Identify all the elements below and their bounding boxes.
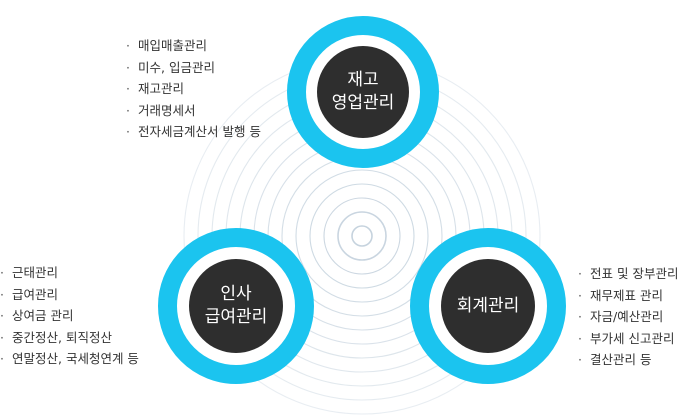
bullet-icon: ·	[578, 330, 582, 346]
list-item: ·결산관리 등	[578, 349, 678, 371]
module-title-line: 영업관리	[331, 93, 395, 113]
ripple-ring	[351, 225, 373, 247]
list-item: ·미수, 입금관리	[126, 57, 261, 79]
bullet-icon: ·	[126, 38, 130, 53]
bullet-icon: ·	[578, 352, 582, 367]
list-item: ·전표 및 장부관리	[578, 263, 678, 285]
bullet-icon: ·	[0, 286, 4, 302]
bullet-icon: ·	[0, 308, 4, 323]
module-ring	[410, 228, 566, 384]
list-item: ·전자세금계산서 발행 등	[126, 121, 261, 143]
feature-list-accounting: ·전표 및 장부관리 ·재무제표 관리 ·자금/예산관리 ·부가세 신고관리 ·…	[578, 263, 678, 371]
list-item: ·재고관리	[126, 78, 261, 100]
bullet-icon: ·	[578, 266, 582, 281]
module-core: 재고 영업관리	[317, 46, 409, 138]
bullet-icon: ·	[126, 102, 130, 118]
list-item: ·자금/예산관리	[578, 306, 678, 328]
ripple-ring	[323, 197, 401, 275]
list-item: ·상여금 관리	[0, 305, 139, 327]
bullet-icon: ·	[0, 265, 4, 280]
module-hr-payroll: 인사 급여관리	[158, 228, 314, 384]
bullet-icon: ·	[0, 351, 4, 366]
bullet-icon: ·	[126, 81, 130, 96]
bullet-icon: ·	[578, 309, 582, 324]
module-title-line: 재고	[347, 70, 379, 90]
list-item: ·근태관리	[0, 262, 139, 284]
module-title-line: 급여관리	[204, 307, 268, 327]
module-title-line: 인사	[220, 284, 252, 304]
bullet-icon: ·	[578, 287, 582, 303]
ripple-ring	[337, 211, 387, 261]
list-item: ·중간정산, 퇴직정산	[0, 327, 139, 349]
module-inventory-sales: 재고 영업관리	[287, 16, 439, 168]
feature-list-inventory-sales: ·매입매출관리 ·미수, 입금관리 ·재고관리 ·거래명세서 ·전자세금계산서 …	[126, 35, 261, 143]
bullet-icon: ·	[126, 124, 130, 139]
list-item: ·부가세 신고관리	[578, 328, 678, 350]
list-item: ·급여관리	[0, 284, 139, 306]
module-core: 회계관리	[441, 259, 535, 353]
list-item: ·거래명세서	[126, 100, 261, 122]
list-item: ·매입매출관리	[126, 35, 261, 57]
bullet-icon: ·	[0, 329, 4, 345]
bullet-icon: ·	[126, 59, 130, 75]
module-accounting: 회계관리	[410, 228, 566, 384]
list-item: ·연말정산, 국세청연계 등	[0, 348, 139, 370]
module-title-line: 회계관리	[456, 295, 520, 316]
list-item: ·재무제표 관리	[578, 285, 678, 307]
ripple-ring	[295, 169, 429, 303]
module-core: 인사 급여관리	[189, 259, 283, 353]
feature-list-hr-payroll: ·근태관리 ·급여관리 ·상여금 관리 ·중간정산, 퇴직정산 ·연말정산, 국…	[0, 262, 139, 370]
ripple-ring	[309, 183, 415, 289]
